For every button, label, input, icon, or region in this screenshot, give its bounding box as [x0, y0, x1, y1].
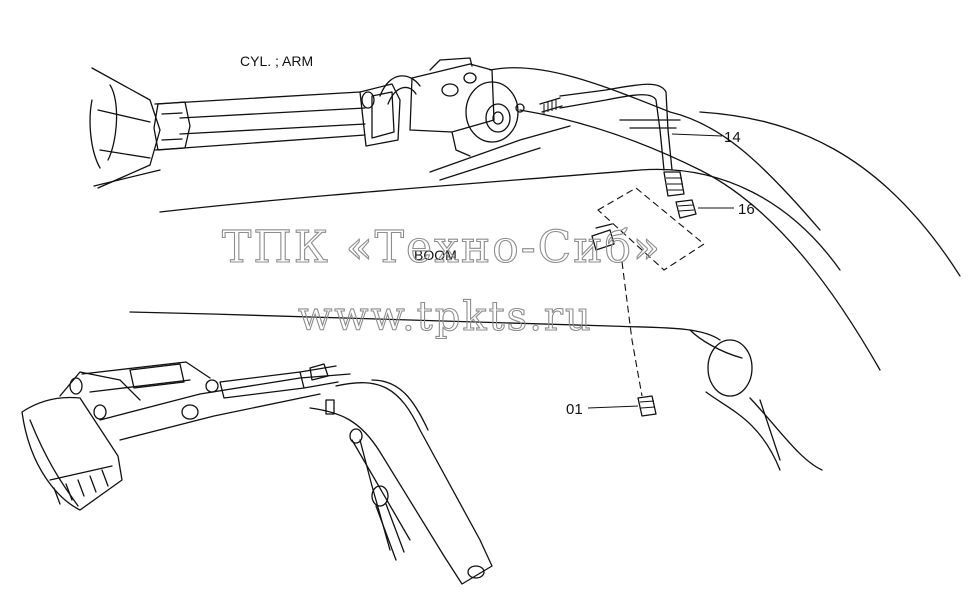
fitting-16-drawing — [675, 199, 697, 219]
part-number-16: 16 — [738, 201, 755, 218]
arm-cylinder-detail — [89, 57, 961, 371]
boom-label: BOOM — [414, 247, 457, 263]
part-number-01: 01 — [566, 401, 583, 418]
boom-lower-detail — [129, 311, 823, 471]
excavator-overview — [21, 361, 493, 585]
watermark-website: www.tpkts.ru — [298, 294, 593, 340]
leader-lines — [587, 133, 734, 409]
part-number-14: 14 — [724, 129, 741, 146]
exploded-view-box — [591, 187, 705, 397]
watermark-company: ТПК «Техно-Сиб» — [222, 222, 662, 273]
arm-cylinder-label: CYL. ; ARM — [240, 53, 313, 69]
grease-fitting-01-drawing — [637, 395, 657, 417]
